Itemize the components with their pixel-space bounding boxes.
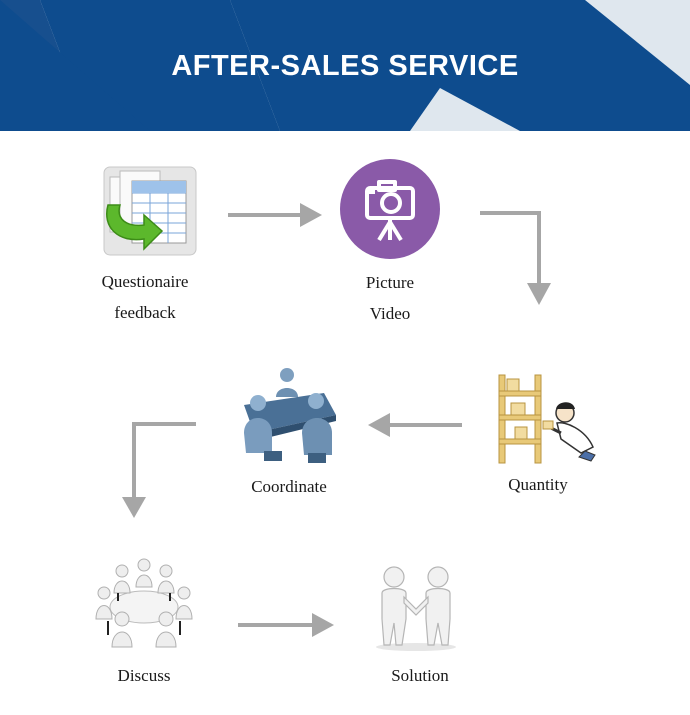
spreadsheet-arrow-icon (100, 165, 200, 257)
step-5-line-1: Discuss (117, 666, 171, 685)
step-4-label: Coordinate (224, 471, 354, 502)
header-banner: AFTER-SALES SERVICE (0, 0, 690, 131)
step-2-line-2: Video (369, 304, 411, 323)
step-1-line-2: feedback (114, 303, 176, 322)
step-3-line-1: Quantity (508, 475, 568, 494)
step-2-line-1: Picture (365, 273, 415, 292)
banner-shapes (0, 0, 690, 131)
step-2-label: Picture Video (330, 267, 450, 329)
step-3-label: Quantity (480, 469, 596, 500)
round-table-discussion-icon (92, 553, 194, 651)
step-5-label: Discuss (94, 660, 194, 691)
warehouse-worker-icon (495, 373, 601, 465)
arrow-step2-to-step3 (480, 211, 541, 292)
step-6-label: Solution (366, 660, 474, 691)
step-1-label: Questionaire feedback (80, 266, 210, 328)
arrow-step4-to-step5 (132, 422, 196, 507)
step-4-line-1: Coordinate (251, 477, 327, 496)
step-1-line-1: Questionaire (101, 272, 189, 291)
meeting-table-icon (234, 363, 340, 465)
camera-icon (339, 158, 441, 260)
handshake-icon (368, 563, 464, 653)
page-title: AFTER-SALES SERVICE (171, 50, 519, 82)
step-6-line-1: Solution (391, 666, 449, 685)
